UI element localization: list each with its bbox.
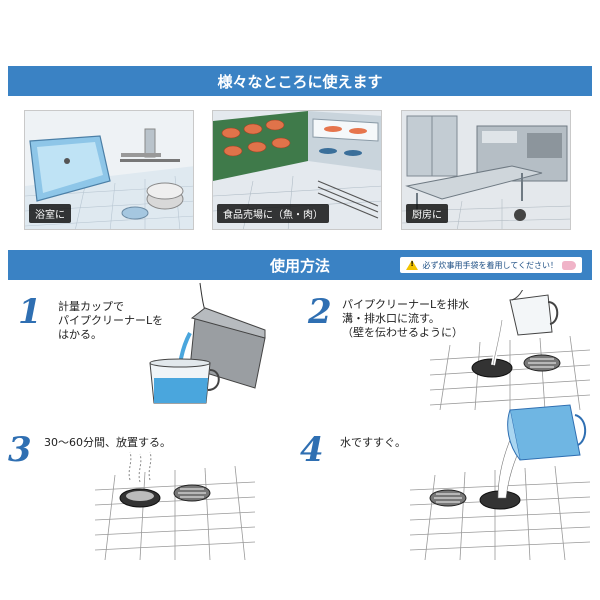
step-number-1: 1 [18,292,42,332]
step-text-4: 水ですすぐ。 [340,436,406,450]
step-4-line-1: 水ですすぐ。 [340,436,406,449]
section-banner-usage: 使用方法 必ず炊事用手袋を着用してください！ [8,250,592,280]
step-text-2: パイプクリーナーLを排水 溝・排水口に流す。 （壁を伝わせるように） [342,298,469,340]
step-number-4: 4 [300,430,324,470]
glove-icon [562,260,576,270]
rinse-drain-illustration [410,404,590,560]
safety-note-text: 必ず炊事用手袋を着用してください！ [422,260,558,270]
measuring-cup-illustration [149,282,266,404]
step-1-line-2: パイプクリーナーLを [58,314,164,327]
step-2-line-3: （壁を伝わせるように） [342,326,463,339]
scene-label-bathroom: 浴室に [29,204,71,223]
safety-note: 必ず炊事用手袋を着用してください！ [400,257,582,273]
step-3-line-1: 30～60分間、放置する。 [44,436,171,449]
step-1-line-3: はかる。 [58,328,102,341]
scene-label-kitchen: 厨房に [406,204,448,223]
section-title-uses: 様々なところに使えます [217,72,383,91]
step-number-3: 3 [8,430,32,470]
scene-bathroom: 浴室に [24,110,194,230]
step-number-2: 2 [308,292,332,332]
scene-food-market: 食品売場に（魚・肉） [212,110,382,230]
step-text-3: 30～60分間、放置する。 [44,436,171,450]
step-text-1: 計量カップで パイプクリーナーLを はかる。 [58,300,163,342]
bathroom-illustration [25,111,193,229]
step-2-line-2: 溝・排水口に流す。 [342,312,440,325]
step-2-line-1: パイプクリーナーLを排水 [342,298,470,311]
pour-into-drain-illustration [430,290,590,410]
warning-icon [406,260,419,270]
section-title-usage: 使用方法 [269,256,330,275]
scene-label-food-market: 食品売場に（魚・肉） [217,204,329,223]
scene-kitchen: 厨房に [401,110,571,230]
section-banner-uses: 様々なところに使えます [8,66,592,96]
step-1-line-1: 計量カップで [58,300,124,313]
drain-waiting-illustration [95,451,255,560]
